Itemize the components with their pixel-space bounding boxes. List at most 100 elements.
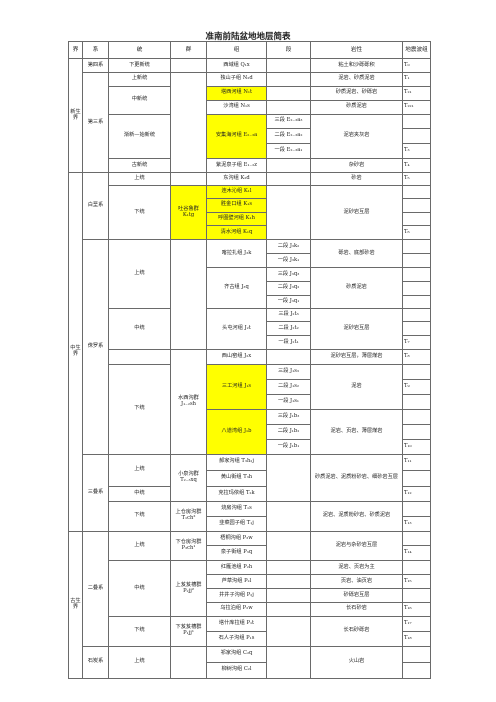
seismic-cell: T₁₁ — [402, 453, 431, 471]
series-cell: 下统 — [108, 364, 171, 455]
table-row: 胜金口组 K₁s — [69, 197, 431, 213]
member-cell: 二段 J₁b₂ — [266, 423, 311, 440]
member-cell — [266, 158, 311, 174]
lithology-cell: 泥岩与杂砂岩互层 — [310, 530, 403, 562]
table-row: 下统 上仓房沟群 T₁ch² 烧房沟组 T₁s 泥岩、泥质粉砂岩、砂质泥岩 — [69, 500, 431, 532]
formation-cell: 塔什库拉组 P₁t — [206, 615, 267, 632]
table-row: 新生界 第四系 下更新统 西域组 Q₁x 粘土和沙砾砾积 T₀ — [68, 58, 431, 174]
formation-cell: 东沟组 K₂d — [206, 172, 267, 186]
system-cell: 石炭系 — [82, 645, 109, 680]
series-cell: 上统 — [108, 645, 171, 680]
group-cell: 上仓房沟群 T₁ch² — [170, 500, 207, 532]
table-row: 侏罗系 上统 喀拉扎组 J₃k 二段 J₃k₂ 砾岩、底部砂岩 — [69, 239, 431, 455]
seismic-cell: T₁₄ — [402, 545, 431, 562]
document-title: 准南前陆盆地地层简表 — [205, 32, 291, 42]
group-cell: 吐谷鲁群 K₁tg — [170, 184, 207, 241]
lithology-cell: 砂岩 — [310, 172, 403, 186]
seismic-cell — [402, 408, 431, 425]
member-cell — [266, 588, 311, 603]
formation-cell: 泉子街组 P₃q — [206, 545, 267, 562]
member-cell: 一段 E₂₋₃a₁ — [266, 143, 311, 160]
table-row: 石炭系 上统 祁家沟组 C₂q 火山岩 — [69, 645, 431, 680]
formation-cell: 红雁池组 P₂h — [206, 560, 267, 576]
seismic-cell — [402, 530, 431, 547]
lithology-cell: 砂质泥岩 — [310, 99, 403, 115]
table-row: 一段 J₁s₁ — [69, 393, 431, 410]
table-row: 一段 E₂₋₃a₁ T₃ — [69, 143, 431, 160]
table-row: 三叠系 上统 小泉沟群 T₂₋₃xq 郝家沟组 T₃h₂j 砂质泥岩、泥质粉砂岩… — [69, 453, 431, 532]
formation-cell: 韭菜园子组 T₁j — [206, 515, 267, 532]
era-cell: 中生界 — [68, 172, 83, 532]
group-cell: 水西沟群 J₁₋₂sh — [170, 349, 207, 455]
member-cell: 二段 J₁s₂ — [266, 379, 311, 395]
system-cell: 第四系 — [82, 58, 109, 73]
seismic-cell — [402, 280, 431, 296]
seismic-cell — [402, 211, 431, 227]
lithology-cell: 长石砂岩 — [310, 601, 403, 617]
table-row: 柳树沟组 C₂l — [69, 661, 431, 680]
formation-cell: 清水河组 K₁q — [206, 225, 267, 241]
era-cell: 古生界 — [68, 530, 83, 680]
member-cell — [266, 58, 311, 73]
formation-cell: 连木沁组 K₁l — [206, 184, 267, 199]
table-row: 黄山街组 T₃h — [69, 469, 431, 487]
member-cell: 二段 J₂t₂ — [266, 321, 311, 337]
lithology-cell: 火山岩 — [310, 645, 403, 680]
lithology-cell: 砾岩、底部砂岩 — [310, 239, 403, 269]
formation-cell: 紫泥泉子组 E₁₋₂z — [206, 158, 267, 174]
table-row: 二段 J₁s₂ T₉ — [69, 379, 431, 395]
seismic-cell — [402, 393, 431, 410]
member-cell: 一段 J₃q₁ — [266, 294, 311, 309]
table-row: 渐新—始新统 安集海河组 E₂₋₃a 三段 E₂₋₃a₃ 泥岩夹灰岩 — [69, 113, 431, 160]
series-cell: 上统 — [108, 530, 171, 562]
formation-cell: 祁家沟组 C₂q — [206, 645, 267, 663]
lithology-cell: 砂质泥岩 — [310, 267, 403, 309]
seismic-cell — [402, 307, 431, 323]
member-cell — [266, 560, 311, 576]
system-cell: 第三系 — [82, 71, 109, 174]
formation-cell: 八道湾组 J₁b — [206, 408, 267, 455]
table-row: 第三系 上新统 独山子组 N₂d 泥岩、砂质泥岩 T₁ — [69, 71, 431, 174]
member-cell: 三段 J₁b₃ — [266, 408, 311, 425]
table-row: 一段 J₃k₁ — [69, 253, 431, 269]
header-cell: 地震波组 — [402, 40, 431, 60]
table-row: 中统 上芨芨槽群 P₂jj² 红雁池组 P₂h 泥岩、页岩为主 — [69, 560, 431, 617]
seismic-cell: T₁₀ — [402, 438, 431, 455]
formation-cell: 梧桐沟组 P₃w — [206, 530, 267, 547]
formation-cell: 安集海河组 E₂₋₃a — [206, 113, 267, 160]
lithology-cell: 泥岩、页岩、薄层煤岩 — [310, 408, 403, 455]
series-cell: 中新统 — [108, 85, 171, 115]
seismic-cell: T₀ — [402, 58, 431, 73]
era-cell: 新生界 — [68, 58, 83, 174]
seismic-cell — [402, 500, 431, 517]
member-cell: 二段 E₂₋₃a₂ — [266, 128, 311, 145]
seismic-cell — [402, 267, 431, 282]
table-row: 二段 J₃q₂ — [69, 280, 431, 296]
formation-cell: 西山窑组 J₂x — [206, 349, 267, 366]
group-cell: 上芨芨槽群 P₂jj² — [170, 560, 207, 617]
seismic-cell: T₇ — [402, 335, 431, 351]
group-cell: 小泉沟群 T₂₋₃xq — [170, 453, 207, 502]
member-cell: 三段 J₃q₃ — [266, 267, 311, 282]
seismic-cell: T₁₇ — [402, 615, 431, 632]
seismic-cell — [402, 294, 431, 309]
series-cell: 上统 — [108, 239, 171, 309]
formation-cell: 井井子沟组 P₂j — [206, 588, 267, 603]
lithology-cell: 泥岩、砂质泥岩 — [310, 71, 403, 87]
seismic-cell: T₆ — [402, 225, 431, 241]
seismic-cell — [402, 469, 431, 487]
seismic-cell: T₈ — [402, 349, 431, 366]
seismic-cell: T₁₃ — [402, 515, 431, 532]
lithology-cell: 页岩、油页岩 — [310, 574, 403, 590]
member-cell — [266, 601, 311, 617]
group-cell: 下芨芨槽群 P₁jj¹ — [170, 615, 207, 647]
member-cell — [266, 615, 311, 647]
member-cell — [266, 349, 311, 366]
series-cell: 上统 — [108, 453, 171, 487]
seismic-cell — [402, 197, 431, 213]
group-cell — [170, 239, 207, 351]
system-cell: 二叠系 — [82, 530, 109, 647]
series-cell: 中统 — [108, 485, 171, 502]
table-row: 下统 吐谷鲁群 K₁tg 连木沁组 K₁l 泥砂岩互层 — [69, 184, 431, 241]
seismic-cell — [402, 321, 431, 337]
